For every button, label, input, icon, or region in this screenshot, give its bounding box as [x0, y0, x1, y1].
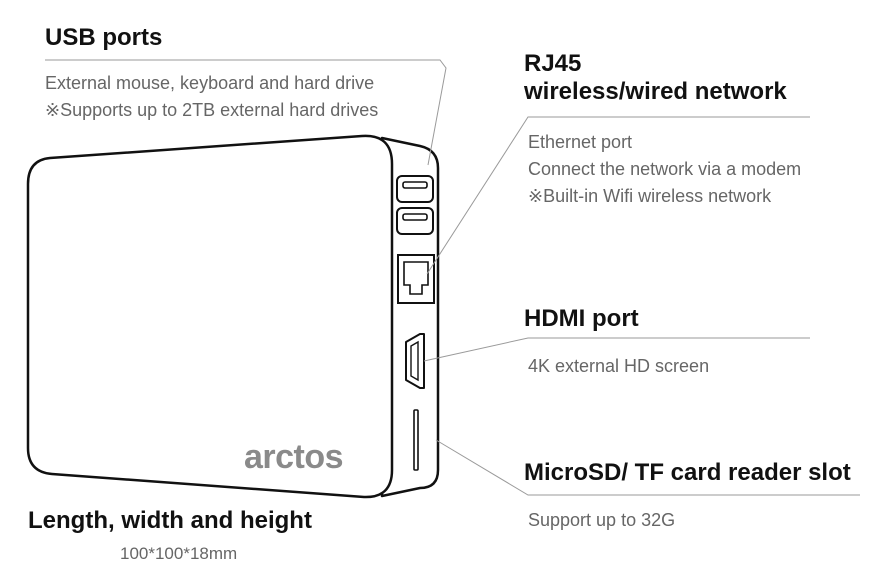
- hdmi-port-description: 4K external HD screen: [528, 353, 709, 380]
- hdmi-port-title: HDMI port: [524, 305, 639, 332]
- hdmi-port-icon: [405, 333, 425, 389]
- microsd-desc-line-1: Support up to 32G: [528, 510, 676, 530]
- rj45-desc-line-1: Ethernet port: [528, 132, 633, 152]
- rj45-title-line-2: wireless/wired network: [524, 77, 787, 105]
- microsd-callout-line: [435, 439, 860, 496]
- microsd-description: Support up to 32G: [528, 507, 675, 534]
- usb-callout-line: [45, 59, 447, 166]
- usb-ports-description: External mouse, keyboard and hard drive …: [45, 70, 378, 124]
- microsd-slot-icon: [413, 409, 419, 471]
- rj45-desc-line-3: ※Built-in Wifi wireless network: [528, 186, 772, 206]
- usb-desc-line-2: ※Supports up to 2TB external hard drives: [45, 100, 379, 120]
- rj45-port-icon: [397, 254, 435, 304]
- dimensions-title: Length, width and height: [28, 507, 312, 534]
- microsd-title: MicroSD/ TF card reader slot: [524, 459, 851, 486]
- usb-port-lower-icon: [396, 207, 434, 235]
- usb-port-upper-icon: [396, 175, 434, 203]
- usb-ports-title: USB ports: [45, 24, 163, 51]
- rj45-title-line-1: RJ45: [524, 50, 582, 77]
- rj45-callout-line: [426, 116, 810, 275]
- brand-logo: arctos: [244, 438, 343, 476]
- device-front-face: [26, 134, 394, 499]
- hdmi-desc-line-1: 4K external HD screen: [528, 356, 710, 376]
- rj45-title: RJ45 wireless/wired network: [524, 50, 787, 105]
- rj45-desc-line-2: Connect the network via a modem: [528, 159, 802, 179]
- rj45-description: Ethernet port Connect the network via a …: [528, 129, 801, 210]
- usb-desc-line-1: External mouse, keyboard and hard drive: [45, 73, 375, 93]
- dimensions-value: 100*100*18mm: [120, 544, 238, 563]
- hdmi-callout-line: [423, 337, 810, 362]
